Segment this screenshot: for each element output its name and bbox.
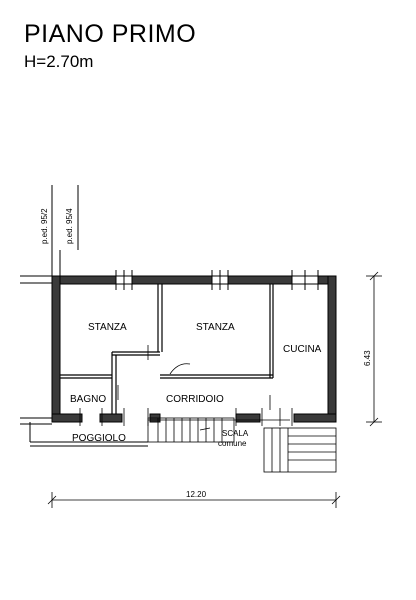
common-stair <box>147 417 337 473</box>
room-label-cucina: CUCINA <box>283 344 322 355</box>
width-dimension-line <box>47 492 341 508</box>
room-label-comune: comune <box>218 439 247 448</box>
parcel-label-95-2: p.ed. 95/2 <box>40 208 49 244</box>
ceiling-height: H=2.70m <box>24 52 94 71</box>
plan-title: PIANO PRIMO <box>24 20 197 48</box>
room-label-poggiolo: POGGIOLO <box>72 433 126 444</box>
width-dimension: 12.20 <box>186 490 207 499</box>
room-label-stanza-left: STANZA <box>88 322 127 333</box>
interior-walls <box>60 284 274 414</box>
parcel-label-95-4: p.ed. 95/4 <box>65 208 74 244</box>
room-label-stanza-center: STANZA <box>196 322 235 333</box>
room-label-bagno: BAGNO <box>70 394 106 405</box>
room-label-scala: SCALA <box>222 429 249 438</box>
room-label-corridoio: CORRIDOIO <box>166 394 224 405</box>
depth-dimension-line <box>366 271 382 427</box>
balcony <box>29 422 148 447</box>
depth-dimension: 6.43 <box>363 350 372 366</box>
